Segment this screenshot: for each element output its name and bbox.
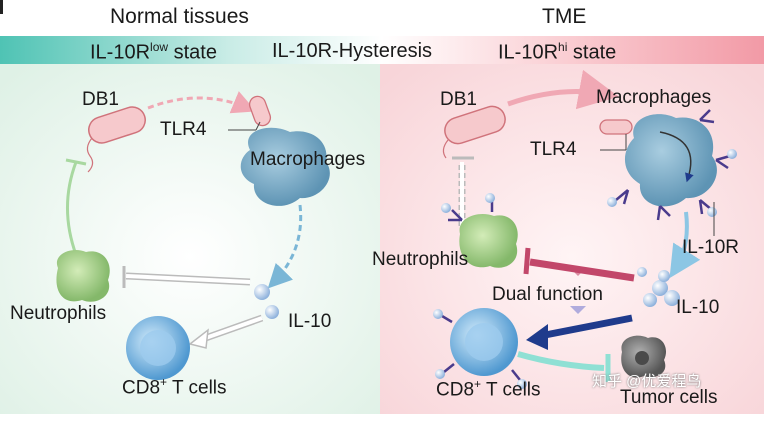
label-macrophages-left: Macrophages xyxy=(250,149,366,170)
il10-to-cd8-arrow-right xyxy=(526,314,633,350)
state-band xyxy=(0,36,764,64)
header-tme: TME xyxy=(542,5,587,28)
label-db1-right: DB1 xyxy=(440,89,477,110)
cd8-inhibit-tumor-right xyxy=(517,351,611,382)
il10-dot-left-1 xyxy=(254,284,270,300)
il10r-receptors-right xyxy=(615,109,731,221)
label-neutrophils-left: Neutrophils xyxy=(10,303,107,324)
macrophage-internal-arrow xyxy=(659,131,694,183)
label-tumor-cells: Tumor cells xyxy=(620,387,718,408)
label-db1-left: DB1 xyxy=(82,89,119,110)
tlr4-bacterium-right xyxy=(599,119,633,135)
corner-mark xyxy=(0,0,3,14)
band-hi-state: IL-10Rhi state xyxy=(498,40,617,64)
dual-function-up-marker xyxy=(570,268,586,276)
band-low-state: IL-10Rlow state xyxy=(90,40,217,64)
label-il10-right: IL-10 xyxy=(676,297,720,318)
il10-dot-left-2 xyxy=(265,305,279,319)
il10-inhibit-neutrophil-left xyxy=(122,266,251,288)
il10-dots-right xyxy=(637,267,680,307)
label-macrophages-right: Macrophages xyxy=(596,87,712,108)
label-il10r-right: IL-10R xyxy=(682,237,740,258)
neutrophil-right xyxy=(459,214,518,268)
dual-function-down-marker xyxy=(570,306,586,314)
label-dual-function: Dual function xyxy=(492,284,603,305)
watermark: 知乎 @优爱程鸟 xyxy=(592,373,702,390)
label-neutrophils-right: Neutrophils xyxy=(372,249,469,270)
band-hysteresis: IL-10R-Hysteresis xyxy=(272,40,433,62)
label-tlr4-right: TLR4 xyxy=(530,139,577,160)
left-panel-bg xyxy=(0,64,380,414)
header-normal-tissues: Normal tissues xyxy=(110,5,249,28)
db1-bacterium-right xyxy=(442,105,506,159)
neutrophil-inhibit-db1-right xyxy=(452,156,474,226)
neutrophil-inhibit-db1-left xyxy=(65,161,80,261)
db1-to-macrophage-arrow-right xyxy=(507,69,619,110)
db1-bacterium-left xyxy=(86,106,146,173)
tlr4-bacterium-left xyxy=(248,95,272,127)
macrophage-left xyxy=(240,127,330,206)
macrophage-to-il10-arrow-right xyxy=(669,211,701,279)
cd8-receptors-right xyxy=(441,314,521,381)
neutrophil-left xyxy=(56,249,110,302)
label-cd8-left: CD8+ T cells xyxy=(122,375,227,399)
il10-to-cd8-arrow-left xyxy=(188,314,264,349)
macrophage-to-il10-arrow-left xyxy=(267,204,303,289)
label-il10-left: IL-10 xyxy=(288,311,332,332)
db1-to-tlr4-arrow-left xyxy=(147,91,257,114)
macrophage-right xyxy=(624,114,717,207)
label-tlr4-left: TLR4 xyxy=(160,119,207,140)
label-cd8-right: CD8+ T cells xyxy=(436,377,541,401)
